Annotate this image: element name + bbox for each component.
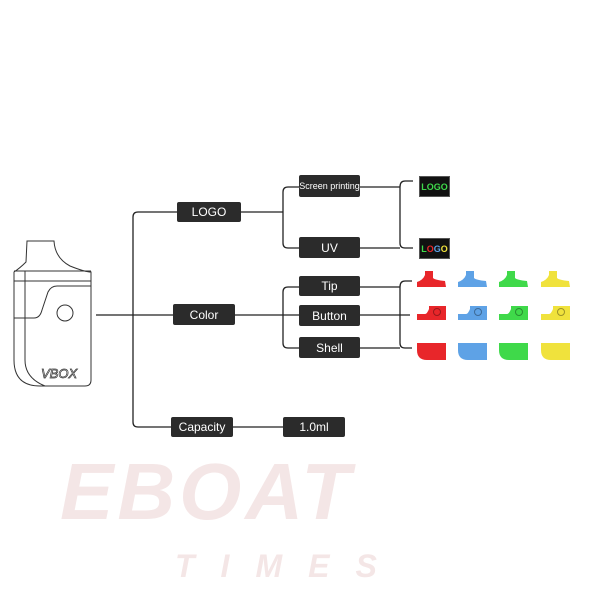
device-brand-label: VBOX <box>41 366 78 382</box>
shell-option: Shell <box>299 337 360 358</box>
button-swatch <box>458 306 487 320</box>
device-outline <box>13 240 92 387</box>
tip-swatch <box>499 271 528 287</box>
uv-letter: L <box>421 243 427 254</box>
button-option: Button <box>299 305 360 326</box>
uv-option: UV <box>299 237 360 258</box>
shell-swatch <box>417 343 446 360</box>
uv-letter: O <box>440 243 448 254</box>
logo-category: LOGO <box>177 202 241 222</box>
tip-swatch <box>541 271 570 287</box>
color-category: Color <box>173 304 235 325</box>
button-swatch <box>417 306 446 320</box>
capacity-category: Capacity <box>171 417 233 437</box>
tip-option: Tip <box>299 276 360 296</box>
shell-swatch <box>541 343 570 360</box>
logo-sample-text: LOGO <box>421 181 448 192</box>
shell-swatch <box>499 343 528 360</box>
button-swatch <box>541 306 570 320</box>
tip-swatch <box>417 271 446 287</box>
screen-printing-option: Screen printing <box>299 175 360 197</box>
tip-swatch <box>458 271 487 287</box>
capacity-value: 1.0ml <box>283 417 345 437</box>
screen-printing-logo-sample: LOGO <box>419 176 450 197</box>
uv-letter: O <box>426 243 434 254</box>
button-swatch <box>499 306 528 320</box>
shell-swatch <box>458 343 487 360</box>
uv-letter: G <box>433 243 441 254</box>
